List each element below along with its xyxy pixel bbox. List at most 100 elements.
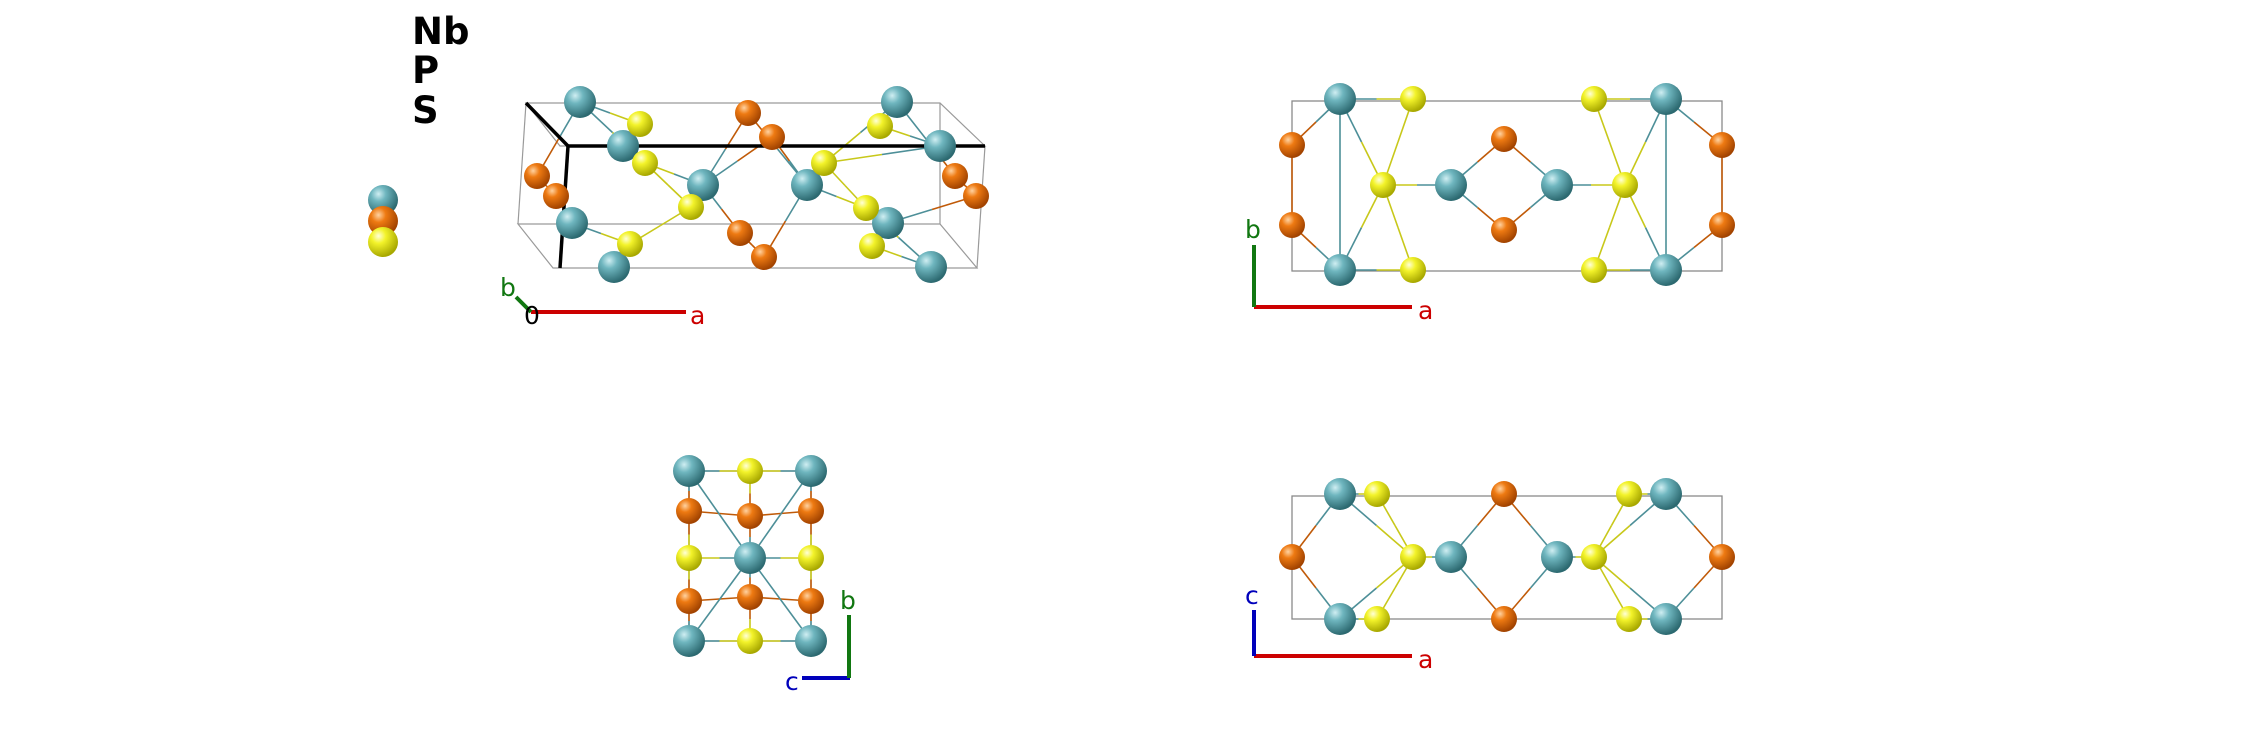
atom-p: [798, 498, 824, 524]
atom-p: [798, 588, 824, 614]
atom-s: [627, 111, 653, 137]
atom-nb: [795, 625, 827, 657]
atom-nb: [924, 130, 956, 162]
axis-a-label: a: [1418, 645, 1433, 674]
atom-s: [1364, 481, 1390, 507]
atom-s: [632, 150, 658, 176]
legend-label-nb: Nb: [412, 10, 469, 53]
atom-s: [1581, 257, 1607, 283]
atom-p: [1279, 212, 1305, 238]
atom-nb: [791, 169, 823, 201]
atom-nb: [881, 86, 913, 118]
atom-nb: [1541, 541, 1573, 573]
axis-b-line: [514, 295, 533, 314]
atom-s: [1581, 544, 1607, 570]
atom-s: [1364, 606, 1390, 632]
atom-nb: [1324, 254, 1356, 286]
bonds: [1291, 98, 1723, 271]
cell-axes-thick: [524, 101, 985, 269]
view-perspective: a b 0: [500, 86, 989, 330]
atom-nb: [564, 86, 596, 118]
atoms: [673, 455, 827, 657]
axis-b-label: b: [500, 273, 516, 302]
atom-p: [1491, 606, 1517, 632]
axis-c-label: c: [1245, 581, 1259, 610]
atom-s: [1400, 257, 1426, 283]
bonds: [536, 101, 977, 268]
atom-p: [1709, 132, 1735, 158]
atom-p: [759, 124, 785, 150]
legend-label-p: P: [412, 49, 439, 92]
atom-nb: [1435, 541, 1467, 573]
atom-nb: [915, 251, 947, 283]
atom-p: [727, 220, 753, 246]
axis-b-label: b: [1245, 215, 1261, 244]
atom-p: [1279, 132, 1305, 158]
legend-atom-nb: [368, 185, 398, 215]
atom-nb: [673, 455, 705, 487]
atom-nb: [1650, 478, 1682, 510]
atom-p: [1491, 126, 1517, 152]
atom-nb: [556, 207, 588, 239]
unit-cell-outline: [516, 102, 987, 269]
view-b-axis: a c: [1245, 478, 1735, 674]
atom-s: [1616, 606, 1642, 632]
axis-a-label: a: [1418, 296, 1433, 325]
atom-s: [617, 231, 643, 257]
atom-nb: [673, 625, 705, 657]
atom-p: [751, 244, 777, 270]
atom-s: [678, 194, 704, 220]
atom-s: [737, 458, 763, 484]
atom-nb: [1324, 603, 1356, 635]
atom-nb: [1650, 83, 1682, 115]
atom-p: [1491, 217, 1517, 243]
atom-nb: [795, 455, 827, 487]
atom-nb: [607, 130, 639, 162]
atom-nb: [1324, 83, 1356, 115]
atom-s: [1612, 172, 1638, 198]
atom-nb: [1435, 169, 1467, 201]
axis-indicator: a c: [1245, 581, 1433, 674]
atom-p: [1709, 544, 1735, 570]
atom-s: [1581, 86, 1607, 112]
legend-atom-p: [368, 206, 398, 236]
atom-p: [676, 588, 702, 614]
axis-indicator: a b 0: [500, 273, 705, 330]
atom-nb: [872, 207, 904, 239]
atom-s: [676, 545, 702, 571]
atom-p: [1709, 212, 1735, 238]
axis-indicator: c b: [785, 586, 856, 696]
atom-nb: [1650, 603, 1682, 635]
unit-cell-outline: [1291, 495, 1723, 620]
axis-b-label: b: [840, 586, 856, 615]
atom-p: [543, 183, 569, 209]
legend-atom-s: [368, 227, 398, 257]
axis-a-label: a: [690, 301, 705, 330]
atom-p: [737, 503, 763, 529]
atom-s: [1400, 544, 1426, 570]
atoms: [1279, 478, 1735, 635]
atom-p: [1491, 481, 1517, 507]
atom-s: [1616, 481, 1642, 507]
atom-nb: [598, 251, 630, 283]
axis-indicator: a b: [1245, 215, 1433, 325]
atoms: [524, 86, 989, 283]
atom-s: [737, 628, 763, 654]
atom-nb: [687, 169, 719, 201]
atom-s: [811, 150, 837, 176]
atom-p: [737, 584, 763, 610]
legend-atom-stack: [368, 185, 398, 257]
atom-s: [1370, 172, 1396, 198]
atom-nb: [1541, 169, 1573, 201]
atom-s: [867, 113, 893, 139]
atom-s: [798, 545, 824, 571]
atom-p: [942, 163, 968, 189]
atom-s: [853, 195, 879, 221]
axis-c-label: c: [785, 667, 799, 696]
atoms: [1279, 83, 1735, 286]
atom-nb: [1324, 478, 1356, 510]
element-legend: Nb P S: [368, 10, 469, 257]
atom-p: [676, 498, 702, 524]
atom-p: [963, 183, 989, 209]
